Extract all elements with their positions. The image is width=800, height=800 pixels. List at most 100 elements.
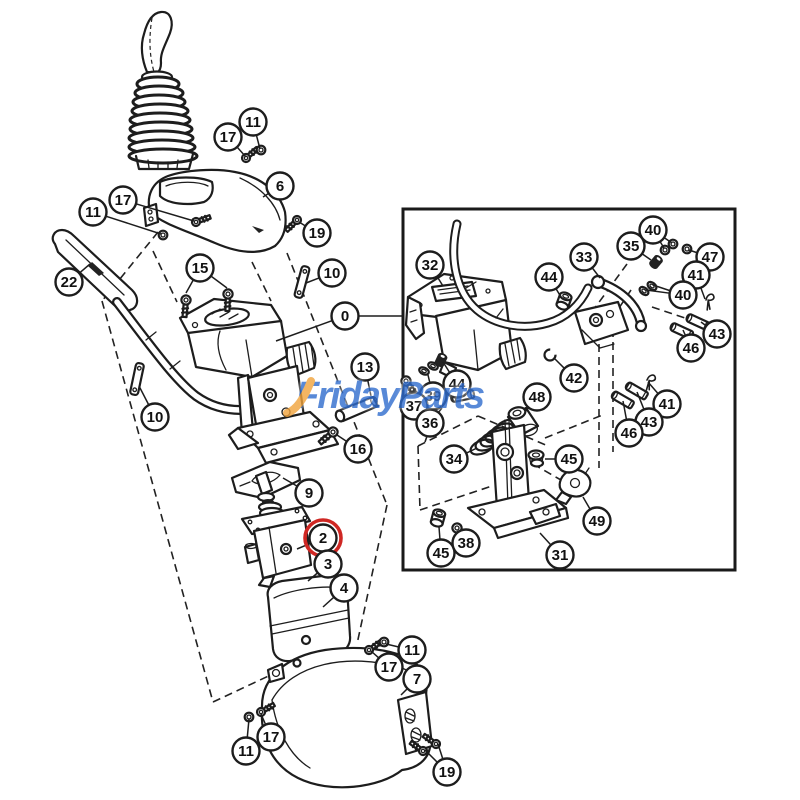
strap-part (293, 265, 311, 299)
svg-text:11: 11 (245, 114, 261, 131)
svg-text:33: 33 (576, 249, 593, 266)
svg-text:44: 44 (449, 376, 466, 393)
control-valve (240, 470, 313, 589)
svg-text:36: 36 (422, 415, 439, 432)
svg-text:32: 32 (422, 257, 439, 274)
callout-34: 34 (439, 444, 478, 474)
callout-10: 10 (138, 385, 170, 432)
callout-11: 11 (78, 197, 162, 235)
screw-part (408, 739, 429, 757)
callout-36: 36 (415, 407, 445, 438)
bushing-part (555, 291, 573, 311)
svg-text:37: 37 (406, 398, 423, 415)
inset-lever-arm-33 (590, 274, 648, 333)
svg-text:45: 45 (433, 545, 450, 562)
svg-text:40: 40 (675, 287, 692, 304)
svg-text:3: 3 (324, 556, 332, 573)
screw-part (284, 214, 303, 233)
callout-11: 11 (385, 635, 427, 665)
callout-40: 40 (638, 215, 673, 249)
svg-text:0: 0 (341, 308, 349, 325)
inset-detail-box (401, 207, 737, 572)
bolt-part (180, 294, 192, 319)
svg-text:19: 19 (309, 225, 326, 242)
nut-part (659, 244, 671, 256)
inset-bushing-45 (527, 449, 545, 468)
callout-48: 48 (522, 382, 552, 413)
main-bracket-assembly (178, 297, 340, 465)
callout-43: 43 (700, 319, 732, 349)
callout-7: 7 (400, 664, 432, 696)
callout-22: 22 (54, 263, 91, 297)
callout-16: 16 (336, 434, 373, 464)
callout-31: 31 (539, 532, 575, 570)
nut-part (255, 144, 267, 156)
svg-text:45: 45 (561, 451, 578, 468)
svg-text:46: 46 (683, 340, 700, 357)
snap-ring-42 (543, 348, 557, 362)
callout-0: 0 (275, 301, 403, 342)
svg-text:49: 49 (589, 513, 606, 530)
callout-45: 45 (545, 444, 584, 474)
svg-text:13: 13 (357, 359, 374, 376)
svg-text:4: 4 (340, 580, 349, 597)
callout-45: 45 (426, 526, 456, 568)
boot-box (266, 573, 352, 663)
svg-text:43: 43 (709, 326, 726, 343)
svg-text:41: 41 (688, 267, 705, 284)
callout-46: 46 (676, 329, 706, 363)
svg-text:40: 40 (645, 222, 662, 239)
svg-text:31: 31 (552, 547, 569, 564)
callout-32: 32 (415, 250, 445, 287)
washer-part (646, 280, 658, 292)
washer-part (418, 366, 430, 376)
callout-49: 49 (582, 496, 612, 536)
svg-text:42: 42 (566, 370, 583, 387)
nut-part (681, 243, 693, 255)
svg-text:38: 38 (458, 535, 475, 552)
bolt-part (222, 288, 234, 313)
svg-text:11: 11 (404, 642, 420, 659)
callout-11: 11 (238, 107, 268, 150)
cotter-part (645, 374, 657, 391)
callout-38: 38 (451, 528, 481, 558)
callout-11: 11 (231, 718, 261, 766)
svg-text:46: 46 (621, 425, 638, 442)
washer-part (638, 285, 650, 297)
callout-15: 15 (185, 253, 228, 294)
callout-33: 33 (569, 242, 601, 279)
svg-text:41: 41 (659, 396, 676, 413)
pin-part (624, 381, 649, 401)
callout-42: 42 (553, 357, 589, 393)
callout-17: 17 (213, 122, 247, 158)
pivot-pin (334, 395, 380, 423)
lever-tube (112, 297, 245, 415)
svg-text:17: 17 (381, 659, 398, 676)
callout-13: 13 (350, 352, 380, 397)
callout-41: 41 (647, 381, 682, 419)
pin-part (610, 390, 635, 410)
callout-17: 17 (256, 713, 286, 752)
callout-19: 19 (424, 743, 462, 787)
lower-cover (260, 646, 434, 789)
shift-boot (127, 75, 199, 171)
cotter-part (705, 293, 715, 311)
callout-44: 44 (442, 361, 472, 399)
svg-text:11: 11 (238, 743, 254, 760)
svg-text:9: 9 (305, 485, 313, 502)
svg-text:17: 17 (263, 729, 280, 746)
bushing-part (429, 508, 447, 528)
svg-text:35: 35 (623, 238, 640, 255)
inset-pivot-bracket (573, 300, 630, 349)
inset-base-bracket-31 (466, 419, 570, 540)
svg-text:17: 17 (115, 192, 132, 209)
screw-part (255, 701, 276, 718)
callout-35: 35 (616, 231, 652, 261)
callout-4: 4 (322, 573, 359, 608)
callout-44: 44 (534, 262, 564, 298)
svg-text:43: 43 (641, 414, 658, 431)
svg-text:15: 15 (192, 260, 209, 277)
